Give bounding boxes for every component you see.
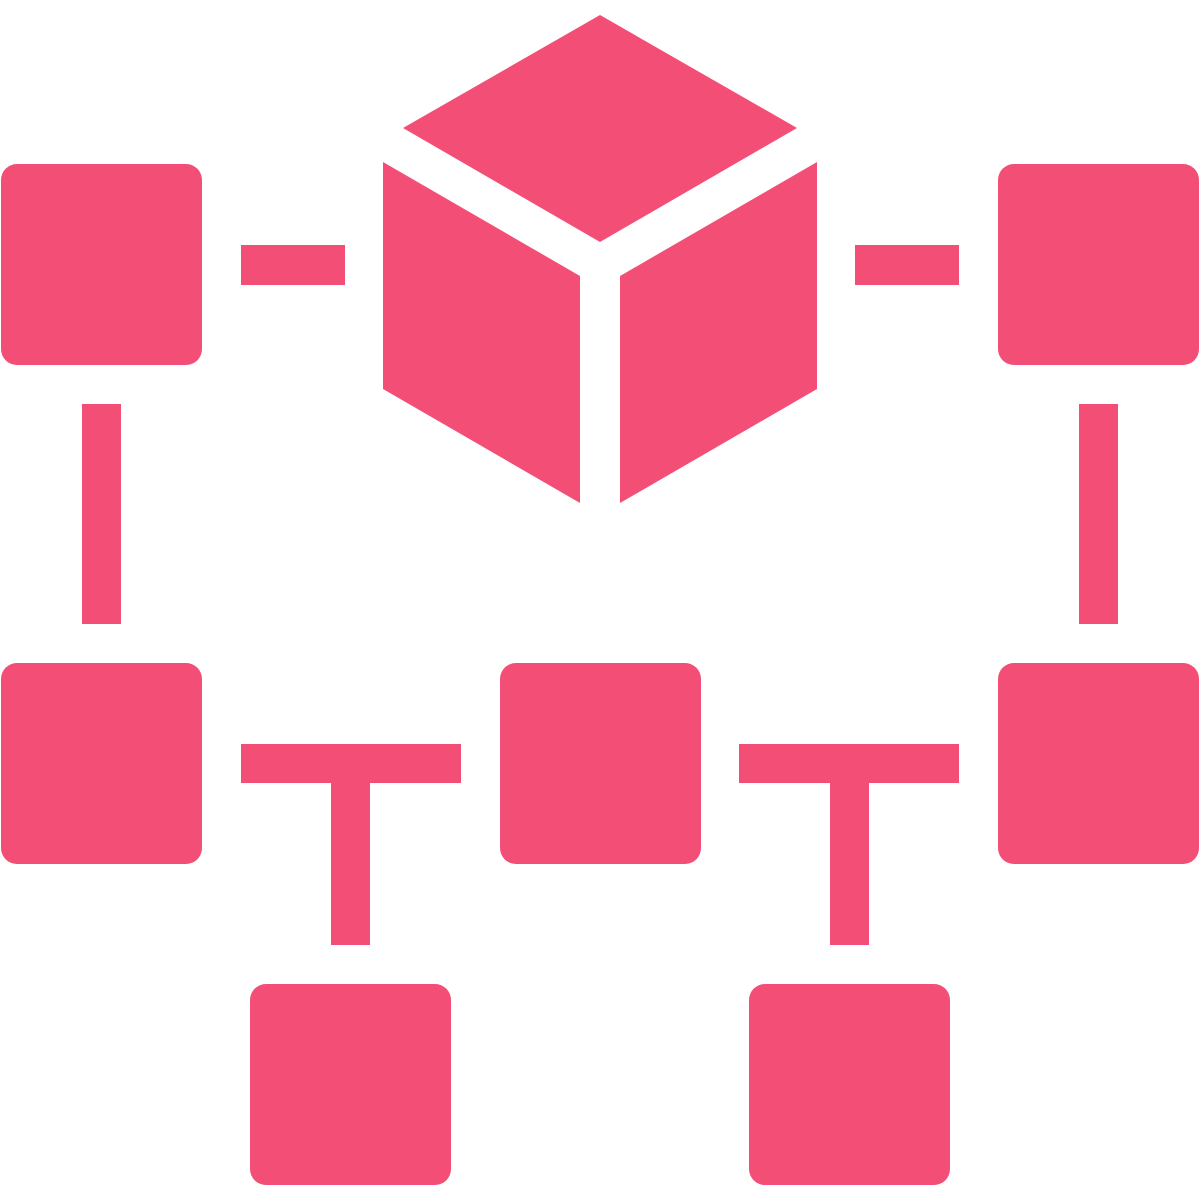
connector-right-vertical <box>1079 404 1118 624</box>
connector-right-t-stem <box>830 783 869 945</box>
connector-left-t-stem <box>331 783 370 945</box>
node-middle-center <box>500 663 701 864</box>
cube-right-face <box>620 162 817 503</box>
node-top-right <box>998 164 1199 365</box>
node-middle-left <box>1 663 202 864</box>
node-bottom-right <box>749 984 950 1185</box>
connector-left-t-bar <box>241 744 461 783</box>
connector-top-left-horizontal <box>241 245 345 285</box>
cube-left-face <box>383 162 580 503</box>
connector-right-t-bar <box>739 744 959 783</box>
cube-top-face <box>403 15 797 242</box>
node-bottom-left <box>250 984 451 1185</box>
node-top-left <box>1 164 202 365</box>
node-middle-right <box>998 663 1199 864</box>
icon-shapes <box>1 15 1199 1185</box>
connector-top-right-horizontal <box>855 245 959 285</box>
connector-left-vertical <box>82 404 121 624</box>
